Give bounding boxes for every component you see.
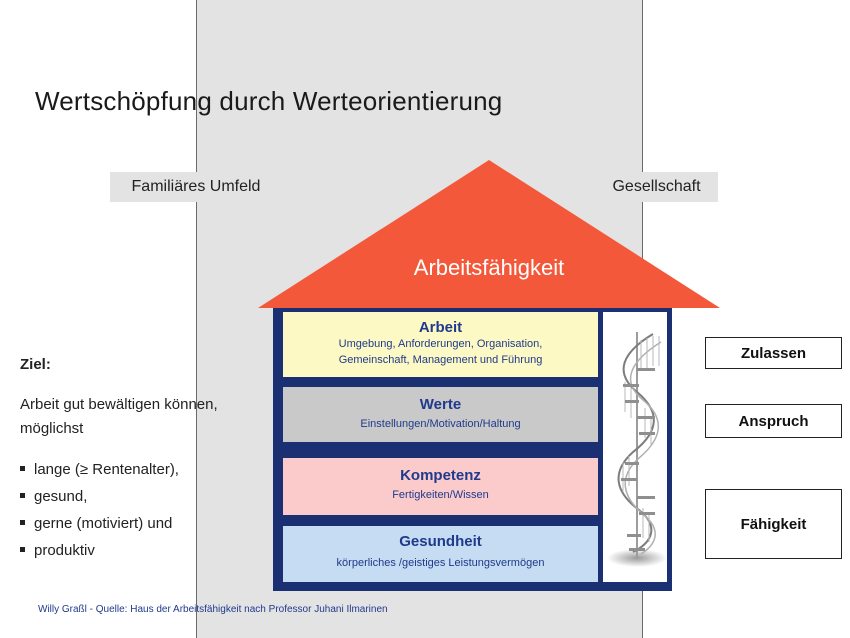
list-item-text: lange (≥ Rentenalter), bbox=[34, 461, 179, 478]
label-family-environment: Familiäres Umfeld bbox=[110, 172, 282, 202]
box-zulassen: Zulassen bbox=[705, 337, 842, 369]
bullet-icon bbox=[20, 465, 25, 471]
roof-label: Arbeitsfähigkeit bbox=[413, 255, 565, 280]
spiral-staircase-icon bbox=[607, 332, 667, 567]
floor-gesundheit: Gesundheit körperliches /geistiges Leist… bbox=[283, 526, 598, 582]
floor-arbeit: Arbeit Umgebung, Anforderungen, Organisa… bbox=[283, 312, 598, 377]
goal-heading: Ziel: bbox=[20, 356, 51, 373]
floor-subtext: Gemeinschaft, Management und Führung bbox=[338, 354, 543, 366]
house-roof bbox=[258, 160, 720, 308]
floor-heading: Arbeit bbox=[418, 319, 463, 336]
list-item: gerne (motiviert) und bbox=[20, 513, 179, 540]
floor-subtext: Fertigkeiten/Wissen bbox=[392, 489, 489, 501]
floor-subtext: Einstellungen/Motivation/Haltung bbox=[360, 418, 521, 430]
floor-heading: Gesundheit bbox=[399, 533, 482, 550]
floor-subtext: Umgebung, Anforderungen, Organisation, bbox=[338, 338, 543, 350]
list-item-text: gerne (motiviert) und bbox=[34, 515, 173, 532]
roof-shape bbox=[258, 160, 720, 308]
floor-kompetenz: Kompetenz Fertigkeiten/Wissen bbox=[283, 458, 598, 515]
list-item-text: produktiv bbox=[34, 542, 95, 559]
bullet-icon bbox=[20, 492, 25, 498]
floor-subtext: körperliches /geistiges Leistungsvermöge… bbox=[336, 557, 545, 569]
floor-heading: Kompetenz bbox=[400, 467, 481, 484]
goal-text: Arbeit gut bewältigen können, möglichst bbox=[20, 396, 218, 437]
bullet-icon bbox=[20, 519, 25, 525]
page-title: Wertschöpfung durch Werteorientierung bbox=[35, 86, 503, 116]
goal-list: lange (≥ Rentenalter), gesund, gerne (mo… bbox=[20, 459, 179, 567]
list-item-text: gesund, bbox=[34, 488, 88, 505]
floor-werte: Werte Einstellungen/Motivation/Haltung bbox=[283, 387, 598, 442]
bullet-icon bbox=[20, 546, 25, 552]
list-item: gesund, bbox=[20, 486, 179, 513]
label-society: Gesellschaft bbox=[595, 172, 718, 202]
box-faehigkeit: Fähigkeit bbox=[705, 489, 842, 559]
staircase-panel bbox=[603, 312, 667, 582]
source-footer: Willy Graßl - Quelle: Haus der Arbeitsfä… bbox=[38, 604, 388, 615]
list-item: produktiv bbox=[20, 540, 179, 567]
box-anspruch: Anspruch bbox=[705, 404, 842, 438]
floor-heading: Werte bbox=[419, 396, 462, 413]
house-body: Arbeit Umgebung, Anforderungen, Organisa… bbox=[273, 308, 672, 591]
list-item: lange (≥ Rentenalter), bbox=[20, 459, 179, 486]
